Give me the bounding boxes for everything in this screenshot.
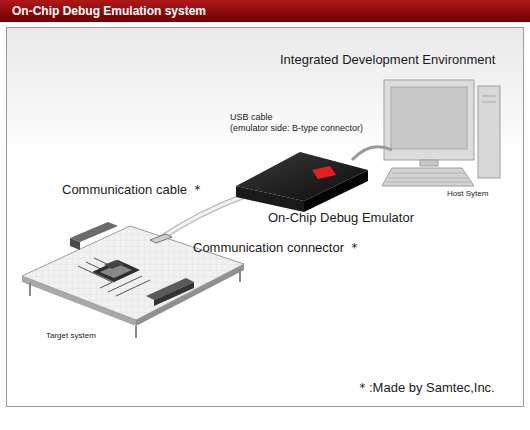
status-led: [312, 166, 336, 179]
emulator-label: On-Chip Debug Emulator: [268, 211, 414, 226]
footnote: ＊:Made by Samtec,Inc.: [356, 381, 495, 396]
host-computer: [382, 80, 500, 186]
target-board: [22, 222, 244, 338]
title-bar: [0, 0, 530, 22]
cable-note: (emulator side: B-type connector): [230, 123, 363, 133]
connector-label: Communication connector ＊: [193, 241, 361, 256]
debug-emulator: [236, 152, 368, 212]
ide-label: Integrated Development Environment: [280, 53, 495, 68]
communication-cable: [158, 196, 244, 240]
target-label: Target system: [46, 331, 96, 340]
cable-label: Communication cable ＊: [62, 183, 204, 198]
title: On-Chip Debug Emulation system: [12, 4, 206, 18]
cable-label: USB cable: [230, 112, 273, 122]
frame: [7, 28, 524, 407]
host-label: Host Sytem: [447, 189, 488, 198]
usb-cable: [352, 147, 392, 160]
